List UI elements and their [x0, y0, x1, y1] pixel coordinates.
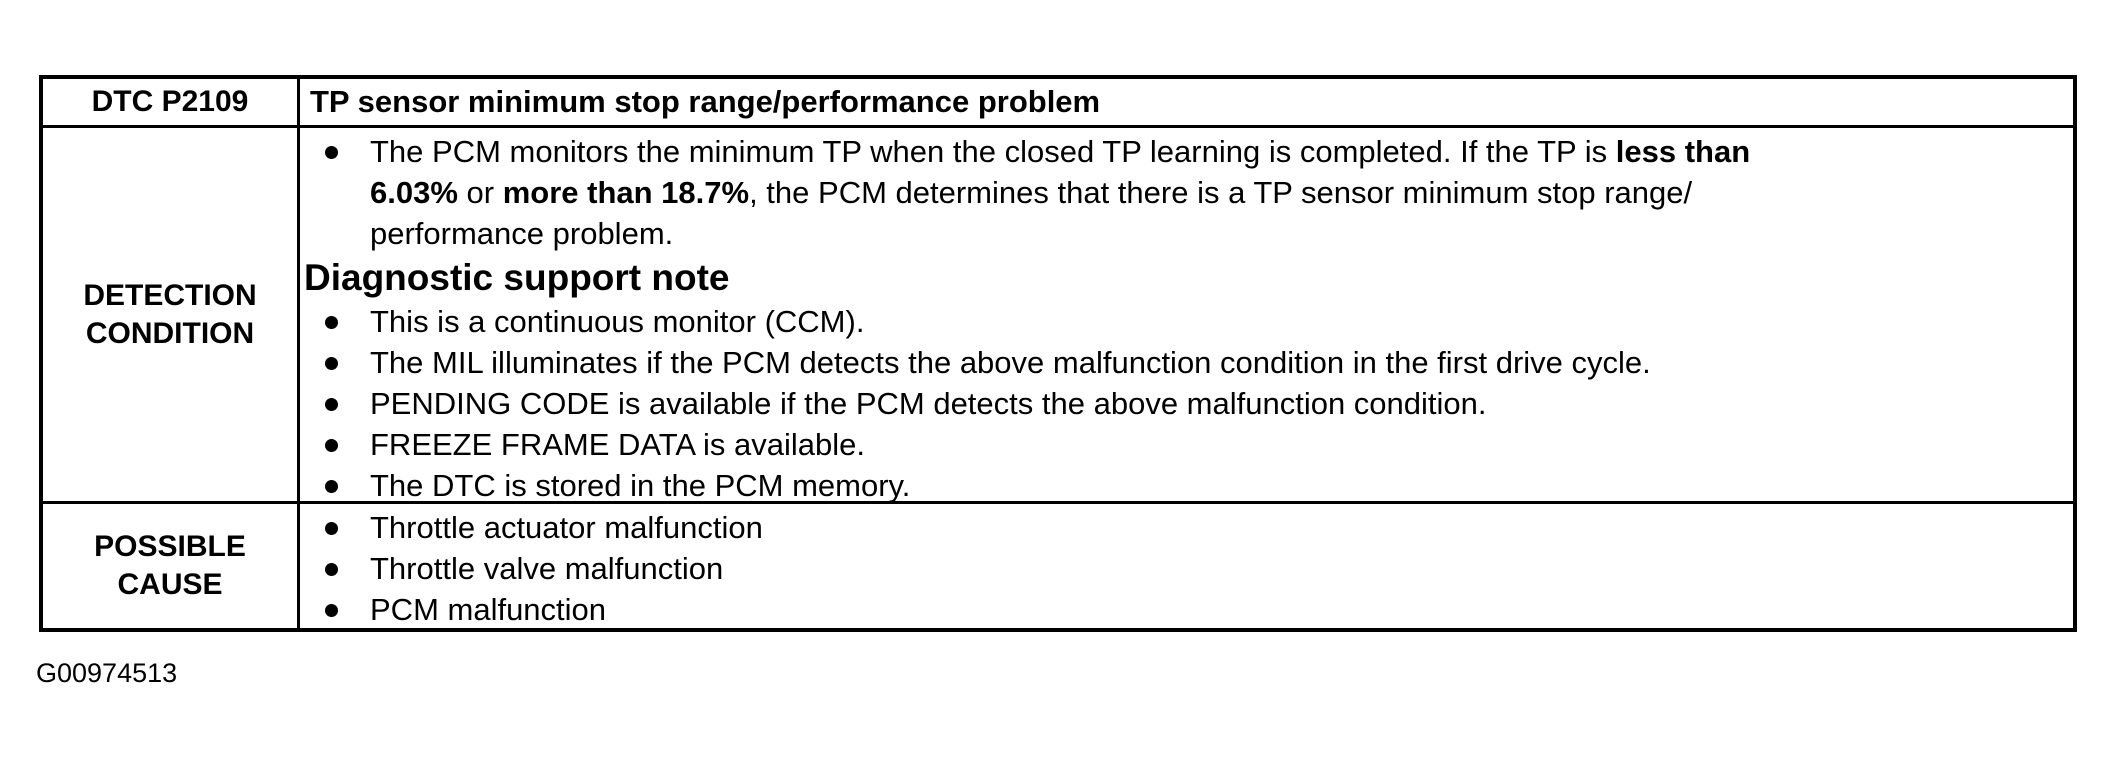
detection-bold-less-than: less than: [1615, 134, 1751, 169]
list-item: PENDING CODE is available if the PCM det…: [300, 383, 2073, 424]
detection-text-1: The PCM monitors the minimum TP when the…: [370, 134, 1616, 169]
possible-cause-label-cell: POSSIBLE CAUSE: [43, 501, 297, 628]
list-item: Throttle valve malfunction: [300, 548, 2073, 589]
possible-cause-list: Throttle actuator malfunction Throttle v…: [300, 507, 2073, 628]
detection-text-2: or: [457, 175, 503, 210]
dtc-title-cell: TP sensor minimum stop range/performance…: [297, 79, 2073, 125]
diagnostic-note-list: This is a continuous monitor (CCM). The …: [300, 301, 2073, 501]
possible-cause-label-line2: CAUSE: [117, 568, 223, 601]
detection-label-line1: DETECTION: [83, 278, 257, 312]
detection-bold-603: 6.03%: [370, 175, 458, 210]
figure-id: G00974513: [36, 658, 178, 688]
detection-condition-content-cell: The PCM monitors the minimum TP when the…: [297, 125, 2073, 501]
detection-condition-label-cell: DETECTION CONDITION: [43, 125, 297, 501]
dtc-code: DTC P2109: [91, 85, 249, 118]
possible-cause-content-cell: Throttle actuator malfunction Throttle v…: [297, 501, 2073, 628]
list-item: The MIL illuminates if the PCM detects t…: [300, 342, 2073, 383]
list-item: The PCM monitors the minimum TP when the…: [300, 131, 2073, 254]
diagnostic-support-note-heading: Diagnostic support note: [304, 257, 730, 298]
dtc-table: DTC P2109 TP sensor minimum stop range/p…: [39, 75, 2077, 632]
detection-main-list: The PCM monitors the minimum TP when the…: [300, 131, 2073, 254]
dtc-title: TP sensor minimum stop range/performance…: [310, 84, 1101, 119]
detection-label-line2: CONDITION: [85, 316, 255, 350]
list-item: Throttle actuator malfunction: [300, 507, 2073, 548]
detection-text-4: performance problem.: [370, 216, 674, 251]
list-item: The DTC is stored in the PCM memory.: [300, 465, 2073, 501]
detection-text-3: , the PCM determines that there is a TP …: [749, 175, 1693, 210]
list-item: FREEZE FRAME DATA is available.: [300, 424, 2073, 465]
detection-bold-187: more than 18.7%: [502, 175, 750, 210]
possible-cause-label-line1: POSSIBLE: [94, 530, 246, 563]
list-item: PCM malfunction: [300, 589, 2073, 628]
dtc-code-cell: DTC P2109: [43, 79, 297, 125]
list-item: This is a continuous monitor (CCM).: [300, 301, 2073, 342]
